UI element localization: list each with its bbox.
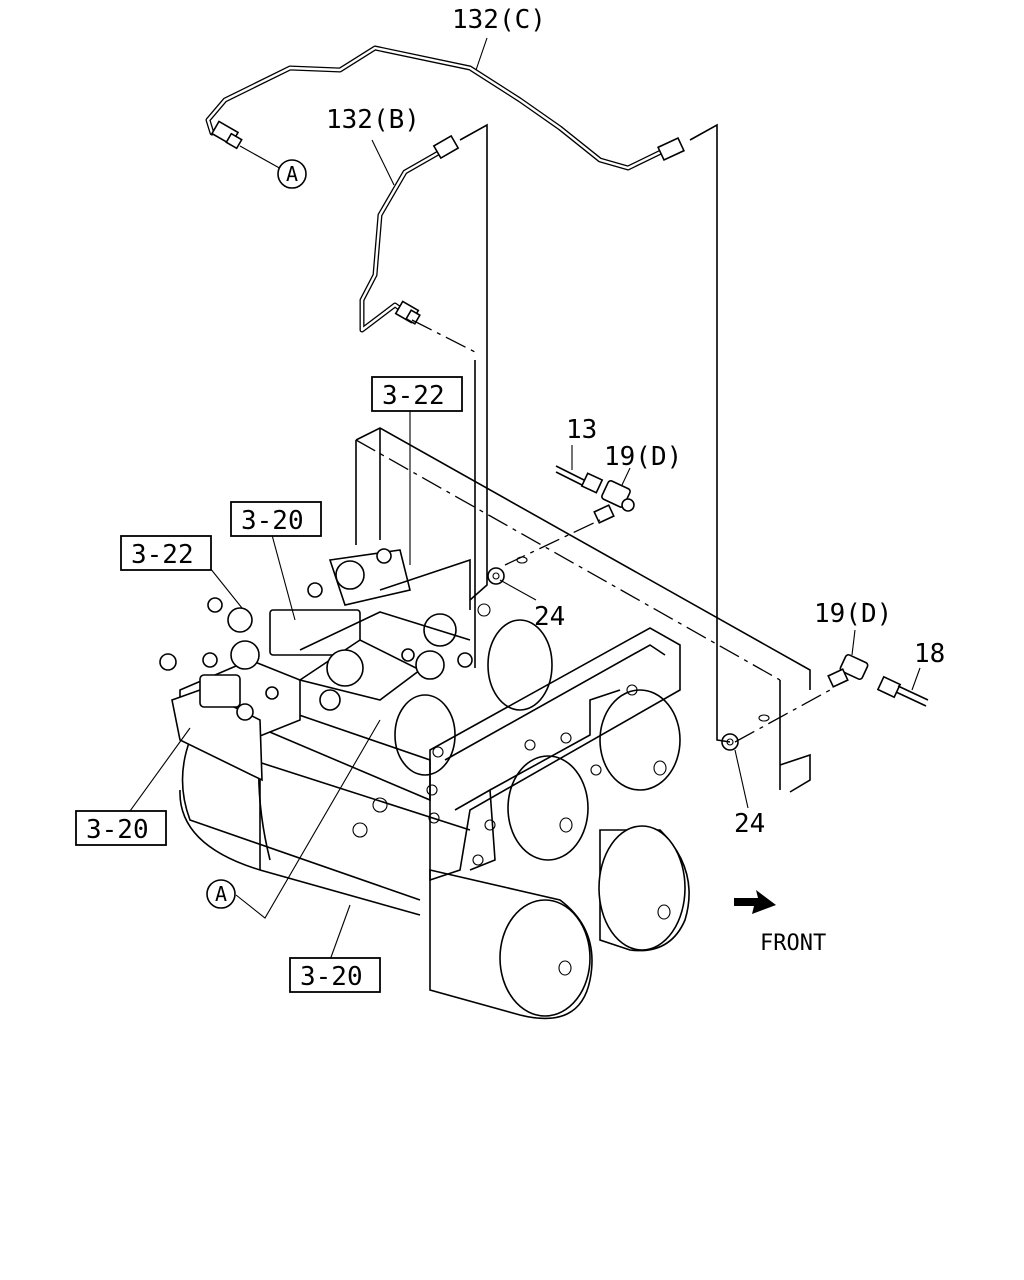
callout-18: 18 bbox=[914, 639, 945, 669]
connection-marker-a-top-label: A bbox=[286, 162, 298, 186]
callout-132b: 132(B) bbox=[326, 105, 420, 135]
front-label: FRONT bbox=[760, 931, 826, 956]
tank-mounting-bracket bbox=[264, 627, 681, 882]
valve-assembly-cluster bbox=[159, 548, 491, 782]
callout-19d-upper: 19(D) bbox=[604, 442, 682, 472]
callout-24-lower: 24 bbox=[734, 809, 765, 839]
front-direction-arrow bbox=[734, 890, 776, 914]
pipe-132b bbox=[359, 134, 460, 333]
connection-marker-a-bottom-label: A bbox=[215, 882, 227, 906]
ref-box-3-20-bottom-label: 3-20 bbox=[300, 962, 363, 992]
chassis-frame-rail bbox=[355, 427, 811, 793]
fitting-parts bbox=[487, 465, 929, 751]
ref-box-3-22-left: 3-22 bbox=[120, 535, 212, 571]
callout-24-upper: 24 bbox=[534, 602, 565, 632]
connection-marker-a-top: A bbox=[277, 159, 307, 189]
pipe-132c bbox=[205, 45, 685, 171]
callout-132c: 132(C) bbox=[452, 5, 546, 35]
callout-13: 13 bbox=[566, 415, 597, 445]
ref-box-3-22-top: 3-22 bbox=[371, 376, 463, 412]
connection-marker-a-bottom: A bbox=[206, 879, 236, 909]
ref-box-3-22-top-label: 3-22 bbox=[382, 381, 445, 411]
ref-box-3-20-top: 3-20 bbox=[230, 501, 322, 537]
ref-box-3-22-left-label: 3-22 bbox=[131, 540, 194, 570]
ref-box-3-20-top-label: 3-20 bbox=[241, 506, 304, 536]
callout-19d-right: 19(D) bbox=[814, 599, 892, 629]
air-tanks bbox=[179, 619, 690, 1020]
ref-box-3-20-left-label: 3-20 bbox=[86, 815, 149, 845]
ref-box-3-20-bottom: 3-20 bbox=[289, 957, 381, 993]
ref-box-3-20-left: 3-20 bbox=[75, 810, 167, 846]
leader-lines bbox=[124, 37, 921, 961]
